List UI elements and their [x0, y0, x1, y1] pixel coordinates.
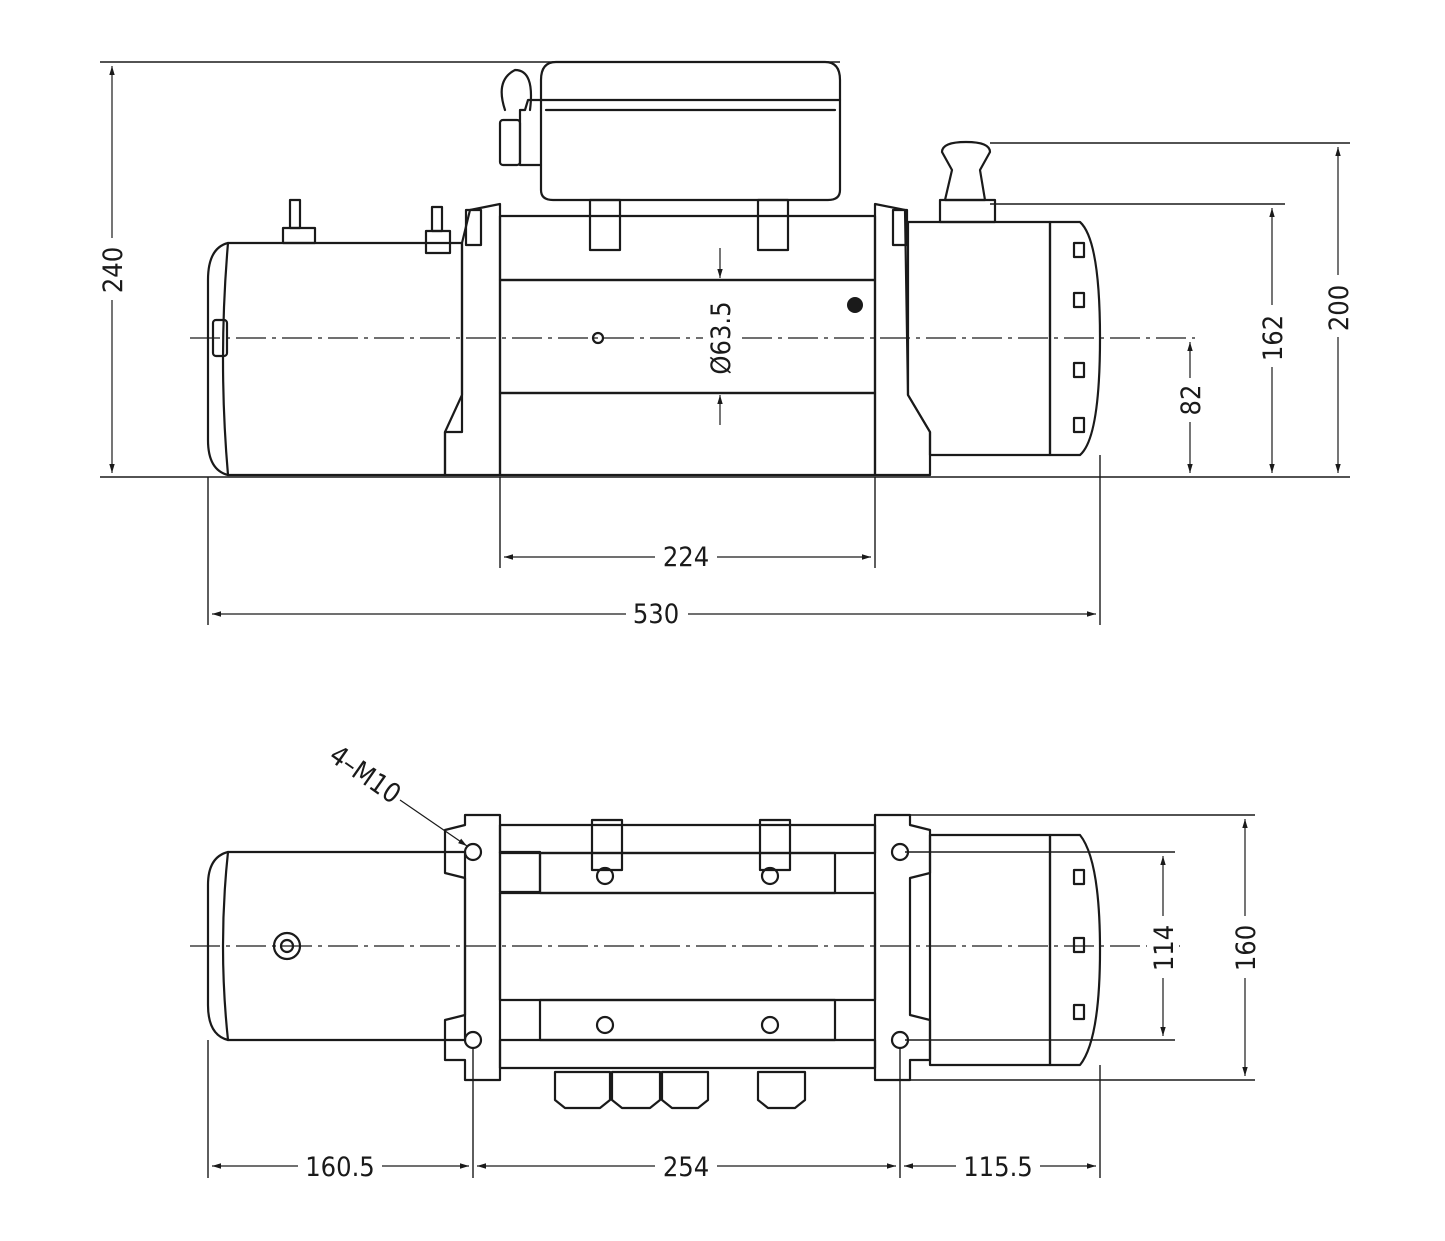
gearbox-right	[906, 140, 1102, 457]
gearbox-plan	[928, 833, 1102, 1067]
dim-right-offset: 115.5	[963, 1152, 1033, 1183]
control-box	[498, 60, 842, 252]
dim-bolt-width: 114	[1149, 925, 1180, 971]
left-end-plate	[443, 202, 502, 477]
drum-plan	[498, 818, 877, 1110]
dim-bolt-spacing: 254	[663, 1152, 709, 1183]
right-end-plate	[873, 202, 932, 477]
dim-overall-height: 240	[98, 247, 129, 293]
dim-overall-width: 160	[1231, 925, 1262, 971]
drum	[498, 214, 877, 477]
motor-left	[206, 198, 464, 477]
dim-drum-diameter: Ø63.5	[706, 301, 737, 374]
bolt-hole-tl	[463, 842, 483, 862]
callout-bolt-size: 4–M10	[323, 740, 406, 811]
dim-motor-height: 162	[1258, 315, 1289, 361]
plan-view: 4–M10 114 160 160.5 254 115.5	[190, 740, 1262, 1183]
dim-center-height: 82	[1176, 385, 1207, 416]
side-view: 240 200 162 82 Ø63.5 224 530	[96, 60, 1355, 630]
bolt-hole-bl	[463, 1030, 483, 1050]
dim-drum-length: 224	[663, 542, 709, 573]
dim-control-box-height: 200	[1324, 285, 1355, 331]
dim-left-offset: 160.5	[305, 1152, 375, 1183]
dim-overall-length: 530	[633, 599, 679, 630]
